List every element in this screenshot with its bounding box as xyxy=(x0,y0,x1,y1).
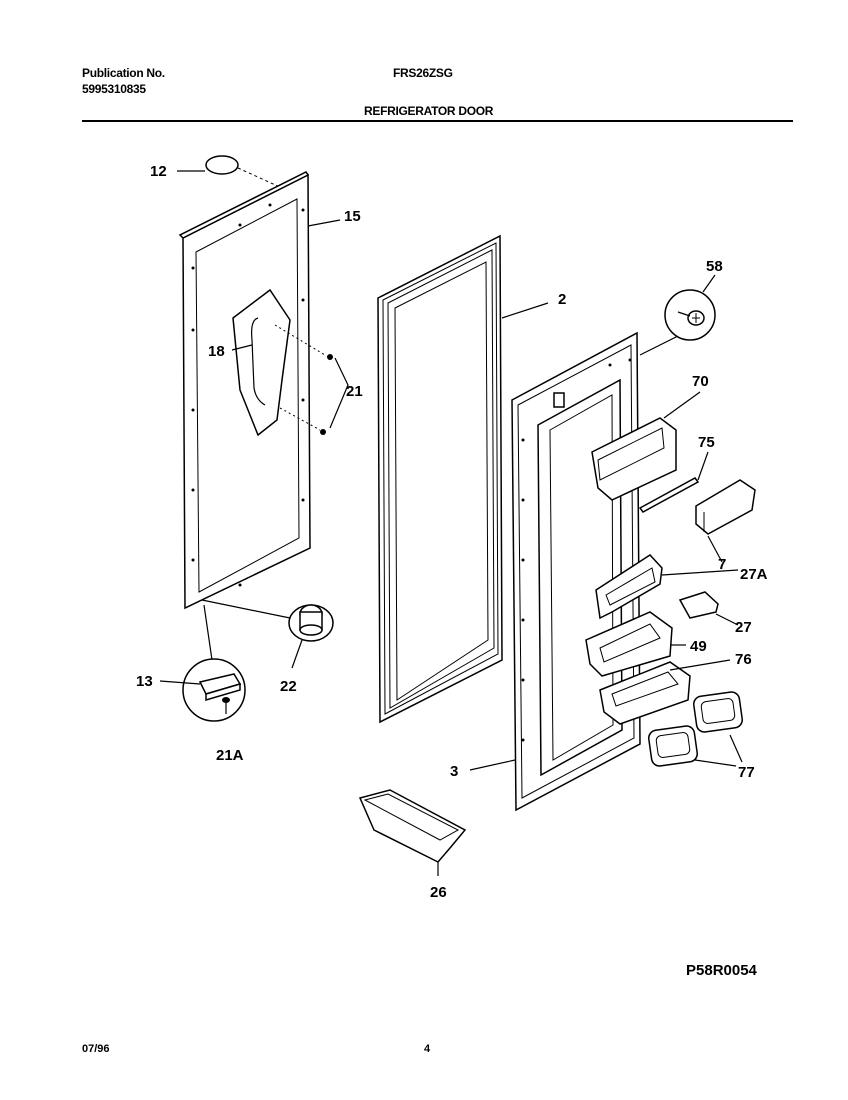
callout-75: 75 xyxy=(698,434,715,451)
part-13-hinge xyxy=(159,658,246,722)
publication-label: Publication No. xyxy=(82,66,165,80)
part-26-door-bin xyxy=(358,789,467,876)
model-number: FRS26ZSG xyxy=(393,66,453,80)
part-22-cam xyxy=(288,604,334,669)
callout-18: 18 xyxy=(208,343,225,360)
part-77-egg-trays xyxy=(648,691,743,767)
part-2-gasket xyxy=(377,234,549,724)
callout-7: 7 xyxy=(718,556,726,573)
callout-22: 22 xyxy=(280,678,297,695)
diagram-code: P58R0054 xyxy=(686,962,757,979)
callout-49: 49 xyxy=(690,638,707,655)
footer-date: 07/96 xyxy=(82,1043,110,1055)
callout-58: 58 xyxy=(706,258,723,275)
callout-13: 13 xyxy=(136,673,153,690)
part-27-cover xyxy=(678,591,739,626)
callout-27a: 27A xyxy=(740,566,768,583)
publication-number: 5995310835 xyxy=(82,82,146,96)
callout-26: 26 xyxy=(430,884,447,901)
part-27a-dairy-compartment xyxy=(595,554,739,620)
footer-page-number: 4 xyxy=(424,1043,431,1055)
part-7-butter-door xyxy=(695,479,756,563)
callout-27: 27 xyxy=(735,619,752,636)
section-title: REFRIGERATOR DOOR xyxy=(364,104,494,118)
callout-2: 2 xyxy=(558,291,566,308)
callout-21a: 21A xyxy=(216,747,244,764)
callout-12: 12 xyxy=(150,163,167,180)
part-76-lower-bin xyxy=(599,659,731,725)
callout-21: 21 xyxy=(346,383,363,400)
callout-76: 76 xyxy=(735,651,752,668)
callout-15: 15 xyxy=(344,208,361,225)
callout-3: 3 xyxy=(450,763,458,780)
part-75-trim xyxy=(638,451,709,513)
part-70-door-bin xyxy=(591,391,701,501)
part-15-door-panel xyxy=(178,171,349,661)
part-58-screw xyxy=(664,274,716,341)
part-49-shelf-bin xyxy=(585,611,686,677)
part-12-drawing xyxy=(177,155,283,189)
callout-70: 70 xyxy=(692,373,709,390)
header-rule xyxy=(82,120,793,122)
callout-77: 77 xyxy=(738,764,755,781)
